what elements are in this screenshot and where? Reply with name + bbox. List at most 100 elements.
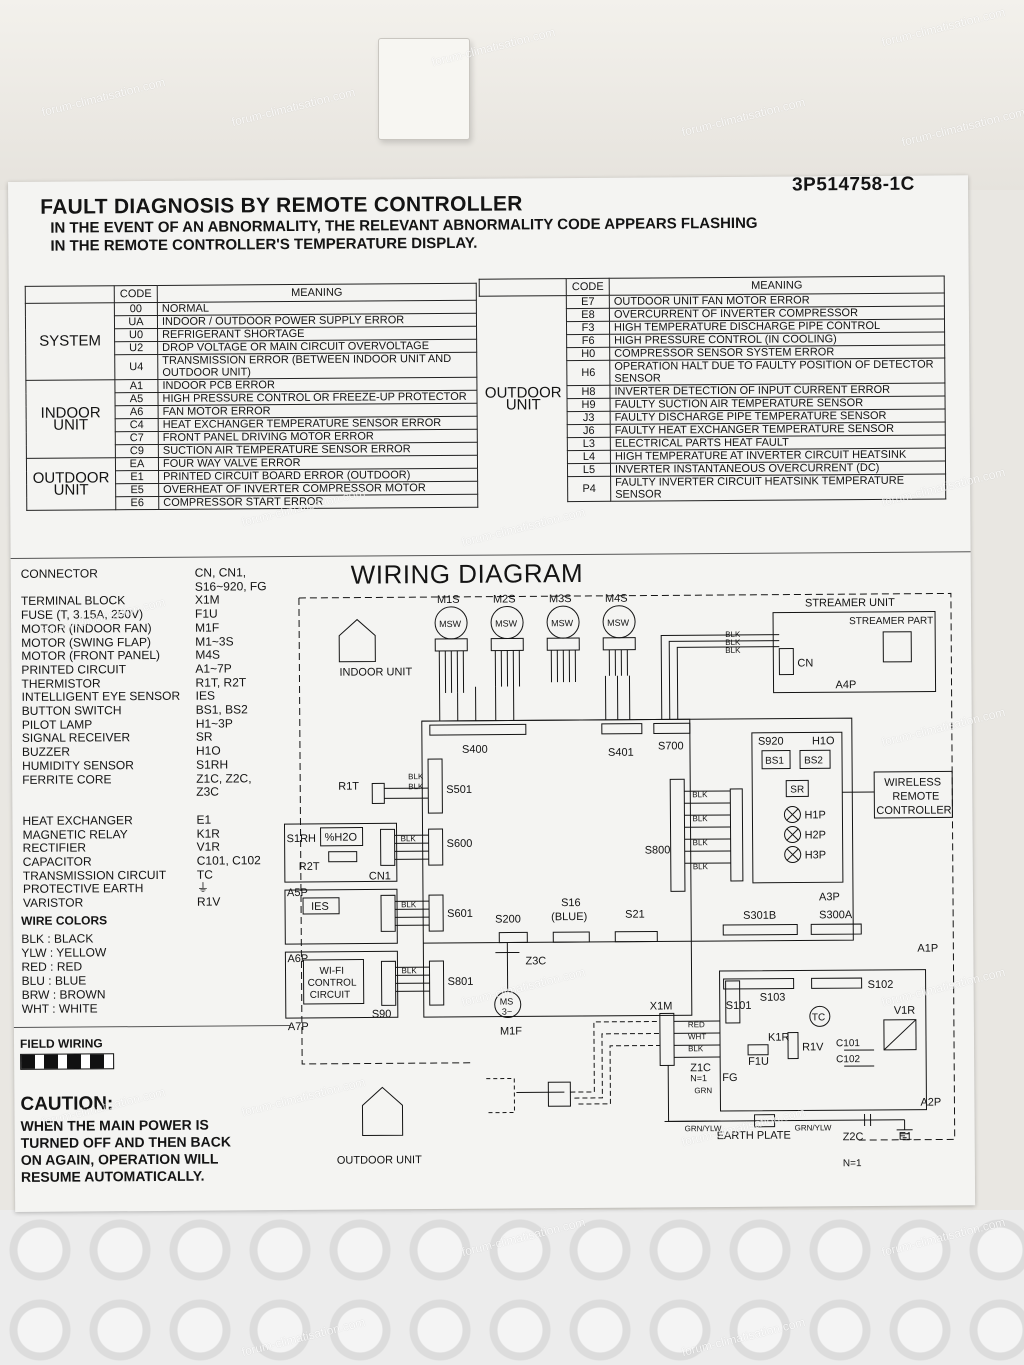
connector-s501: S501 [446,784,472,796]
fault-code: E1 [115,470,159,484]
fault-code: H0 [566,347,610,361]
fault-code: H8 [566,385,611,399]
tablecloth-background [0,1210,1024,1365]
wire-grn: GRN [694,1086,712,1095]
code-header: CODE [114,285,158,303]
wireless-remote-line-1: WIRELESS [884,777,941,789]
connector-s800: S800 [645,844,671,856]
wire-blk: BLK [408,782,424,791]
legend-divider [13,1025,290,1028]
board-a2p-label: A2P [920,1097,941,1109]
connector-cn: CN [797,657,813,669]
fault-code: P4 [567,476,611,502]
h2o-sensor-box [320,827,364,847]
wireless-remote-line-3: CONTROLLER [876,804,951,817]
fault-code: A6 [115,405,159,419]
part-bs1: BS1 [765,756,784,767]
fault-code: F6 [566,334,610,348]
part-h2o: %H2O [325,832,358,844]
h2p-lamp [784,826,802,844]
motor-m1s-label: M1S [437,594,460,606]
fault-code: A1 [114,379,158,393]
indoor-unit-label: INDOOR UNIT [339,666,412,679]
wire-blk: BLK [725,646,741,655]
legend-name: PRINTED CIRCUIT [21,662,127,677]
fault-code: H6 [566,360,610,386]
legend-name: SIGNAL RECEIVER [21,730,131,746]
bs1-button-box [761,750,791,770]
fault-code: U4 [114,354,158,380]
wireless-remote-line-2: REMOTE [892,791,939,803]
a6p-board [284,888,398,945]
motor-m4s-label: M4S [605,593,628,605]
fault-code: L3 [567,437,611,451]
part-circuit: CIRCUIT [310,990,351,1001]
h1p-lamp [783,806,801,824]
terminal-x1m: X1M [650,1000,673,1012]
wire-blk: BLK [408,772,424,781]
wiring-label-sheet: 3P514758-1C FAULT DIAGNOSIS BY REMOTE CO… [8,173,976,1212]
board-a4p-label: A4P [835,679,856,691]
connector-s200: S200 [495,913,521,925]
connector-s21: S21 [625,909,645,921]
part-h3p: H3P [805,849,826,861]
fault-code: E8 [566,308,610,322]
fault-code: U2 [114,341,158,355]
legend-name: CONNECTOR [20,566,98,581]
streamer-part-label: STREAMER PART [849,616,933,628]
fault-code: C4 [115,418,159,432]
wire-blk: BLK [688,1044,704,1053]
streamer-unit-label: STREAMER UNIT [805,597,895,610]
fault-code: EA [115,457,159,471]
connector-s101: S101 [726,1000,752,1012]
part-s1rh: S1RH [287,833,316,845]
part-c101: C101 [836,1038,860,1049]
part-k1r: K1R [768,1032,790,1044]
wire-color-item: BLU : BLUE [21,973,87,988]
legend-name: HUMIDITY SENSOR [22,757,134,773]
connector-s801: S801 [448,976,474,988]
fault-code: E7 [566,295,610,309]
a4p-board [772,611,937,694]
indoor-house-icon [338,618,376,663]
bs2-button-box [799,749,831,769]
group-header-right [479,278,567,297]
a2p-board [719,969,928,1112]
sheet-code: 3P514758-1C [791,173,915,196]
connector-s600: S600 [447,838,473,850]
msw-label: MSW [439,619,462,629]
indoor-boundary-left [298,597,475,1065]
fault-group: OUTDOOR UNIT [26,457,116,511]
msw-label: MSW [607,618,630,628]
wire-blk: BLK [401,834,417,843]
part-e1: E1 [899,1131,913,1143]
device-housing [0,0,1024,190]
part-bs2: BS2 [804,755,823,766]
legend-name: RECTIFIER [22,840,87,856]
connector-s16-blue: (BLUE) [551,911,587,923]
connector-s103: S103 [760,992,786,1004]
indoor-boundary [298,592,956,1141]
connector-s102: S102 [868,979,894,991]
legend-name: MAGNETIC RELAY [22,826,128,842]
fault-code: UA [114,315,158,329]
part-h2p: H2P [805,829,826,841]
wire-blk: BLK [693,862,709,871]
wire-blk: BLK [692,790,708,799]
connector-s401: S401 [608,747,634,759]
connector-s16: S16 [561,897,581,909]
motor-m3s-label: M3S [549,593,572,605]
connector-s301b: S301B [743,910,776,922]
board-a1p-label: A1P [917,943,938,955]
part-sr: SR [790,784,804,795]
fault-group: SYSTEM [25,302,115,381]
group-header [25,285,115,304]
outdoor-unit-label: OUTDOOR UNIT [337,1154,422,1167]
part-r1t: R1T [338,781,359,793]
wifi-box [302,959,365,1005]
connector-s90: S90 [372,1008,392,1020]
fault-group: INDOOR UNIT [25,379,116,459]
